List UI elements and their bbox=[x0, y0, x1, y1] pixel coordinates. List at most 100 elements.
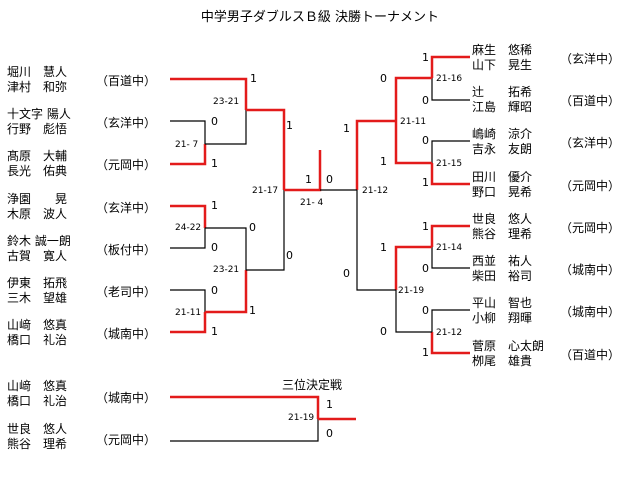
school-label: （元岡中） bbox=[560, 179, 621, 193]
bracket-line-winner bbox=[246, 108, 286, 190]
bracket-line-winner bbox=[430, 332, 470, 355]
score-label: 21-12 bbox=[362, 186, 388, 196]
bracket-line-winner bbox=[170, 77, 248, 110]
player-name: 橋口 礼治 bbox=[7, 333, 68, 347]
score-label: 21-17 bbox=[252, 186, 278, 196]
result-mark: 1 bbox=[211, 199, 218, 212]
bracket-line-winner bbox=[170, 395, 320, 419]
left-entry-4: 浄園 晃木原 波人 bbox=[7, 192, 67, 222]
left-entry-6: 伊東 拓飛三木 望雄 bbox=[7, 276, 67, 306]
result-mark: 1 bbox=[286, 119, 293, 132]
player-name: 江島 輝昭 bbox=[472, 100, 533, 114]
result-mark: 0 bbox=[211, 115, 218, 128]
right-entry-7: 平山 智也小柳 翔暉 bbox=[472, 296, 532, 326]
player-name: 田川 優介 bbox=[472, 170, 533, 184]
result-mark: 1 bbox=[422, 346, 429, 359]
result-mark: 1 bbox=[422, 176, 429, 189]
result-mark: 0 bbox=[422, 134, 429, 147]
player-name: 麻生 悠稀 bbox=[472, 43, 533, 57]
bracket-line-loser bbox=[205, 110, 247, 145]
player-name: 世良 悠人 bbox=[7, 422, 68, 436]
left-entry-2: 十文字 陽人行野 彪悟 bbox=[7, 107, 71, 137]
result-mark: 0 bbox=[211, 241, 218, 254]
player-name: 辻 拓希 bbox=[472, 85, 533, 99]
right-entry-1: 麻生 悠稀山下 晃生 bbox=[472, 43, 532, 73]
bracket-line-loser bbox=[356, 190, 396, 291]
school-label: （玄洋中） bbox=[560, 52, 621, 66]
result-mark: 1 bbox=[422, 220, 429, 233]
player-name: 橋口 礼治 bbox=[7, 394, 68, 408]
player-name: 十文字 陽人 bbox=[7, 107, 71, 121]
left-entry-7: 山﨑 悠真橋口 礼治 bbox=[7, 318, 67, 348]
right-entry-3: 嶋崎 涼介吉永 友朗 bbox=[472, 127, 532, 157]
player-name: 栁尾 雄貴 bbox=[472, 354, 533, 368]
school-label: （老司中） bbox=[96, 285, 157, 299]
bracket-line-winner bbox=[205, 270, 248, 314]
player-name: 嶋崎 涼介 bbox=[472, 127, 533, 141]
bracket-line-winner bbox=[394, 121, 432, 165]
bracket-line-loser bbox=[205, 227, 247, 270]
result-mark: 1 bbox=[250, 72, 257, 85]
right-entry-4: 田川 優介野口 晃希 bbox=[472, 170, 532, 200]
player-name: 平山 智也 bbox=[472, 296, 533, 310]
player-name: 柴田 裕司 bbox=[472, 269, 533, 283]
bracket-line-loser bbox=[170, 120, 206, 144]
player-name: 西並 祐人 bbox=[472, 254, 533, 268]
result-mark: 1 bbox=[422, 51, 429, 64]
school-label: （城南中） bbox=[560, 305, 621, 319]
player-name: 野口 晃希 bbox=[472, 185, 533, 199]
result-mark: 0 bbox=[211, 284, 218, 297]
player-name: 菅原 心太朗 bbox=[472, 339, 545, 353]
player-name: 山下 晃生 bbox=[472, 58, 533, 72]
result-mark: 0 bbox=[422, 94, 429, 107]
player-name: 熊谷 理希 bbox=[7, 437, 68, 451]
school-label: （玄洋中） bbox=[560, 136, 621, 150]
score-label: 21-12 bbox=[436, 328, 462, 338]
score-label: 21-16 bbox=[436, 74, 462, 84]
score-label: 21- 4 bbox=[300, 198, 324, 208]
school-label: （元岡中） bbox=[96, 433, 157, 447]
left-entry-1: 堀川 慧人津村 和弥 bbox=[7, 65, 67, 95]
result-mark: 1 bbox=[380, 241, 387, 254]
school-label: （板付中） bbox=[96, 243, 157, 257]
school-label: （元岡中） bbox=[96, 158, 157, 172]
right-entry-6: 西並 祐人柴田 裕司 bbox=[472, 254, 532, 284]
bracket-line-winner bbox=[170, 204, 207, 228]
school-label: （元岡中） bbox=[560, 221, 621, 235]
bracket-line-loser bbox=[170, 419, 319, 442]
player-name: 鈴木 誠一朗 bbox=[7, 234, 71, 248]
page-title: 中学男子ダブルスＢ級 決勝トーナメント bbox=[200, 10, 440, 25]
school-label: （玄洋中） bbox=[96, 116, 157, 130]
bracket-line-loser bbox=[431, 247, 470, 269]
bracket-line-winner bbox=[394, 76, 432, 121]
school-label: （城南中） bbox=[96, 391, 157, 405]
bracket-line-winner bbox=[284, 150, 322, 192]
score-label: 21-15 bbox=[436, 159, 462, 169]
player-name: 木原 波人 bbox=[7, 207, 68, 221]
bracket-line-loser bbox=[431, 78, 470, 101]
player-name: 三木 望雄 bbox=[7, 291, 68, 305]
result-mark: 1 bbox=[326, 398, 333, 411]
bracket-line-winner bbox=[170, 144, 207, 166]
result-mark: 1 bbox=[211, 157, 218, 170]
score-label: 23-21 bbox=[213, 265, 239, 275]
score-label: 21- 7 bbox=[175, 140, 198, 150]
score-label: 21-19 bbox=[398, 286, 424, 296]
left-entry-5: 鈴木 誠一朗古賀 寛人 bbox=[7, 234, 71, 264]
right-entry-5: 世良 悠人熊谷 理希 bbox=[472, 212, 532, 242]
result-mark: 0 bbox=[380, 72, 387, 85]
bracket-line-loser bbox=[431, 309, 470, 332]
bracket-line-loser bbox=[170, 228, 206, 249]
result-mark: 1 bbox=[249, 304, 256, 317]
bracket-line-winner bbox=[355, 119, 396, 190]
school-label: （百道中） bbox=[96, 74, 157, 88]
player-name: 長光 佑典 bbox=[7, 164, 68, 178]
player-name: 古賀 寛人 bbox=[7, 249, 68, 263]
player-name: 堀川 慧人 bbox=[7, 65, 68, 79]
bracket-line-winner bbox=[394, 245, 432, 290]
result-mark: 0 bbox=[326, 427, 333, 440]
player-name: 世良 悠人 bbox=[472, 212, 533, 226]
player-name: 山﨑 悠真 bbox=[7, 318, 68, 332]
school-label: （百道中） bbox=[560, 348, 621, 362]
